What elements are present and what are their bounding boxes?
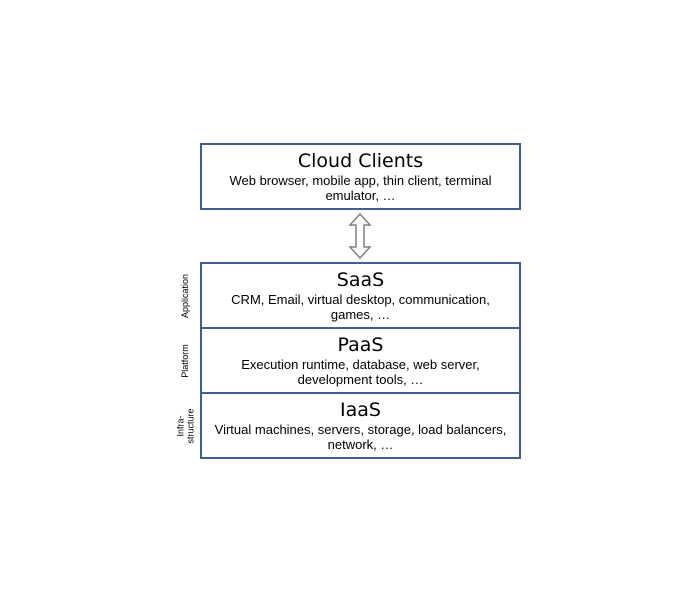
side-label-application-text: Application [180,273,190,318]
side-label-platform-text: Platform [180,343,191,378]
paas-title: PaaS [337,333,384,356]
side-label-platform: Platform [170,328,200,393]
paas-description: Execution runtime, database, web server,… [241,356,480,387]
iaas-title: IaaS [340,398,381,421]
cloud-clients-description: Web browser, mobile app, thin client, te… [229,172,492,203]
double-arrow-icon [348,213,372,259]
iaas-description: Virtual machines, servers, storage, load… [214,421,507,452]
side-label-infrastructure-text: Infra- structure [175,407,196,444]
cloud-clients-box: Cloud Clients Web browser, mobile app, t… [200,143,521,210]
saas-description: CRM, Email, virtual desktop, communicati… [231,291,490,322]
side-label-application: Application [170,263,200,328]
paas-box: PaaS Execution runtime, database, web se… [200,327,521,394]
saas-box: SaaS CRM, Email, virtual desktop, commun… [200,262,521,329]
side-label-infrastructure: Infra- structure [170,393,200,458]
iaas-box: IaaS Virtual machines, servers, storage,… [200,392,521,459]
cloud-clients-title: Cloud Clients [297,149,424,172]
saas-title: SaaS [336,268,385,291]
